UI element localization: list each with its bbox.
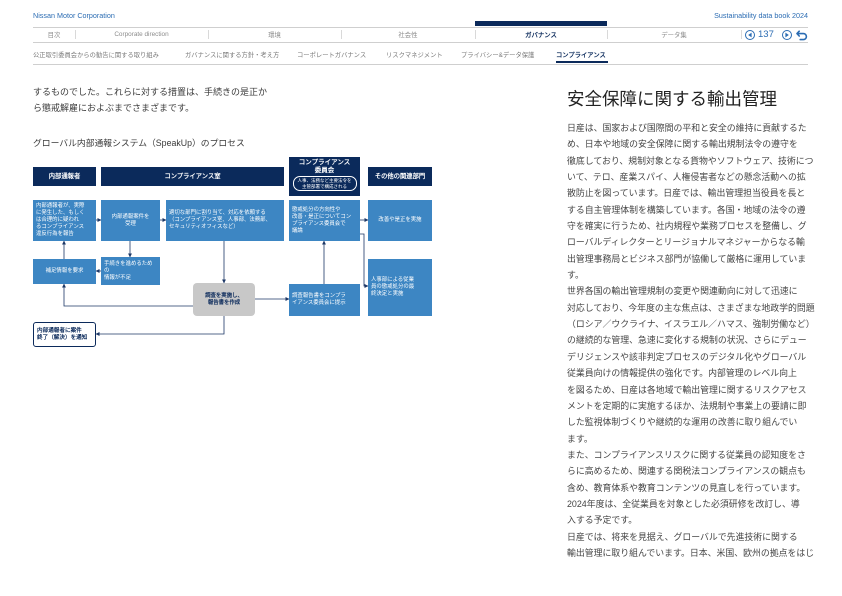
step-remediation: 改善や是正を実施 [368,200,432,241]
tab-environment[interactable]: 環境 [268,32,281,39]
tab-separator [75,30,76,39]
intro-line: ら懲戒解雇におよぶまでさまざまです。 [33,103,195,114]
body-line: デリジェンスや該非判定プロセスのデジタル化やグローバル [567,351,807,362]
subnav-divider [33,64,808,65]
page-number: 137 [758,29,774,40]
body-line: 散防止を図っています。日産では、輸出管理担当役員を長と [567,188,806,199]
body-line: 従業員向けの情報提供の強化です。内部管理のレベル向上 [567,368,797,379]
body-line: 出管理事務局とビジネス部門が協働して厳格に運用していま [567,253,807,264]
intro-text: するものでした。これらに対する措置は、手続きの是正か ら懲戒解雇におよぶまでさま… [33,84,267,117]
step-hr-decision: 人事部による従業 員の懲戒処分の最 終決定と実施 [368,259,432,316]
section-heading: 安全保障に関する輸出管理 [567,89,777,109]
tab-corporate-direction[interactable]: Corporate direction [114,31,169,38]
body-line: らに高めるため、関連する関税法コンプライアンスの観点も [567,466,806,477]
brand-name: Nissan Motor Corporation [33,11,115,20]
tab-separator [741,30,742,39]
prev-triangle-icon [748,32,752,38]
subnav-corporate-governance[interactable]: コーポレートガバナンス [297,52,367,59]
step-insufficient-info: 手続きを進めるための 情報が不足 [101,257,160,285]
subnav-compliance[interactable]: コンプライアンス [556,52,606,59]
body-line: 2024年度は、全従業員を対象とした必須研修を改訂し、導 [567,498,800,509]
body-line: 徹底しており、規制対象となる貨物やソフトウェア、技術につ [567,155,814,166]
nav-bottom-divider [33,42,808,43]
step-request-info: 補足情報を要求 [33,259,96,284]
body-line: する自主管理体制を構築しています。各国・地域の法令の遵 [567,204,806,215]
arrow-investigate-to-closure [95,316,225,336]
body-line: いて、テロ、産業スパイ、人権侵害者などの懸念活動への拡 [567,172,806,183]
body-line: した監視体制づくりや継続的な運用の改善に取り組んでい [567,417,798,428]
step-report-violation: 内部通報者が、実際 に発生した、もしく は合理的に疑われ るコンプライアンス 違… [33,200,96,241]
tab-separator [208,30,209,39]
body-line: また、コンプライアンスリスクに関する従業員の認知度をさ [567,449,806,460]
diagram-title: グローバル内部通報システム（SpeakUp）のプロセス [33,138,245,148]
header-other-departments: その他の関連部門 [368,167,432,186]
body-line: 入する予定です。 [567,515,638,526]
tab-separator [607,30,608,39]
body-line: を図るため、日産は各地域で輸出管理に関するリスクアセス [567,384,807,395]
tab-social[interactable]: 社会性 [398,32,418,39]
intro-line: するものでした。これらに対する措置は、手続きの是正か [33,87,268,97]
body-line: 対応しており、今年度の主な焦点は、さまざまな地政学的問題 [567,302,815,313]
header-compliance-office: コンプライアンス室 [101,167,284,186]
committee-title: コンプライアンス 委員会 [298,159,351,174]
body-paragraph: 日産では、将来を見据え、グローバルで先進技術に関する輸出管理に取り組んでいます。… [567,529,827,562]
header-whistleblower: 内部通報者 [33,167,96,186]
nav-top-divider [33,27,808,28]
tab-separator [341,30,342,39]
body-line: ます。 [567,433,593,444]
arrow-discussion-to-hr [360,233,369,288]
next-triangle-icon [785,32,789,38]
step-intake: 内部通報案件を 受理 [101,200,160,241]
active-subnav-underline [556,61,608,63]
active-tab-indicator [475,21,607,26]
body-line: 日産は、国家および国際間の平和と安全の維持に貢献するた [567,123,807,133]
body-line: 含め、教育体系や教育コンテンツの見直しを行っています。 [567,482,806,493]
tab-contents[interactable]: 目次 [47,32,61,39]
prev-page-icon[interactable] [745,30,755,40]
body-line: ローバルディレクターとリージョナルマネジャーからなる輸 [567,237,805,248]
body-text: 日産は、国家および国際間の平和と安全の維持に貢献するため、日本や地域の安全保障に… [567,120,827,561]
body-line: 輸出管理に取り組んでいます。日本、米国、欧州の拠点をはじ [567,547,815,558]
body-paragraph: 日産は、国家および国際間の平和と安全の維持に貢献するため、日本や地域の安全保障に… [567,120,827,283]
book-title: Sustainability data book 2024 [714,11,808,20]
subnav-privacy[interactable]: プライバシー&データ保護 [461,52,535,59]
subnav-governance-policy[interactable]: ガバナンスに関する方針・考え方 [185,52,280,59]
body-line: す。 [567,270,584,281]
subnav-fair-trade[interactable]: 公正取引委員会からの勧告に関する取り組み [33,52,159,59]
step-present-report: 調査報告書をコンプラ イアンス委員会に提示 [289,284,360,316]
body-line: の継続的な管理、急速に変化する規制の状況、さらにデュー [567,335,807,346]
step-assign: 適切な部門に割り当て、対応を依頼する （コンプライアンス室、人事部、法務部、 セ… [166,200,284,241]
body-line: 世界各国の輸出管理規制の変更や関連動向に対して迅速に [567,286,798,297]
header-compliance-committee: コンプライアンス 委員会 人事、法務など主要法令を 主管部署で構成される [289,157,360,196]
body-paragraph: また、コンプライアンスリスクに関する従業員の認知度をさらに高めるため、関連する関… [567,447,827,529]
next-page-icon[interactable] [782,30,792,40]
committee-note: 人事、法務など主要法令を 主管部署で構成される [292,176,357,191]
step-committee-discussion: 懲戒処分の方向性や 改善・是正についてコン プライアンス委員会で 議論 [289,200,360,241]
tab-separator [475,30,476,39]
step-investigate: 調査を実施し、 報告書を作成 [193,283,255,316]
body-line: メントを定期的に実施するほか、法規制や事業上の要請に即 [567,400,807,411]
body-line: 守を確実に行うため、社内規程や業務プロセスを整備し、グ [567,221,807,232]
body-paragraph: 世界各国の輸出管理規制の変更や関連動向に対して迅速に対応しており、今年度の主な焦… [567,283,827,446]
subnav-risk-management[interactable]: リスクマネジメント [386,52,443,59]
arrow-investigate-to-request [62,283,193,307]
body-line: 日産では、将来を見据え、グローバルで先進技術に関する [567,531,798,542]
step-notify-closure: 内部通報者に案件 終了（解決）を通知 [33,322,96,347]
body-line: （ロシア／ウクライナ、イスラエル／ハマス、強制労働など） [567,319,815,330]
tab-data[interactable]: データ集 [661,32,687,39]
tab-governance[interactable]: ガバナンス [525,32,557,39]
return-icon[interactable] [796,29,808,41]
body-line: め、日本や地域の安全保障に関する輸出規制法令の遵守を [567,139,798,150]
